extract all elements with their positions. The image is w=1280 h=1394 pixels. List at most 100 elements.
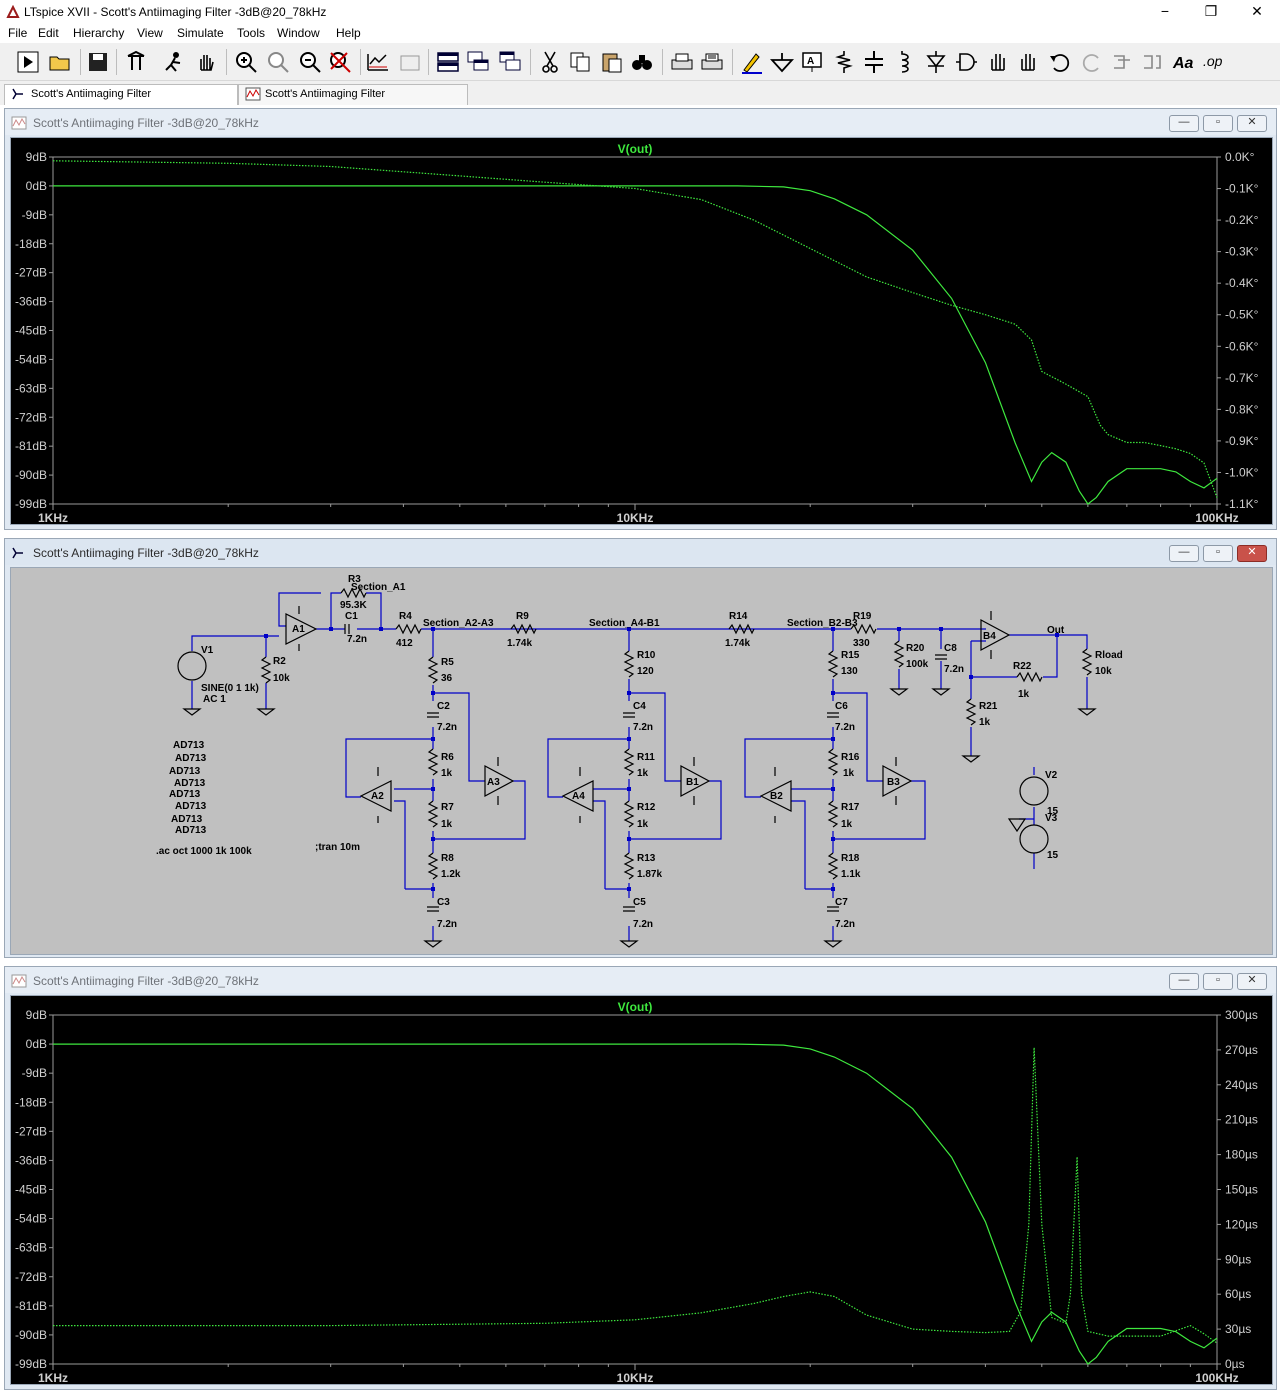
y2-tick-label: 270µs	[1225, 1043, 1258, 1057]
net-label-out: Out	[1047, 625, 1065, 636]
window-title: Scott's Antiimaging Filter -3dB@20_78kHz	[33, 546, 259, 560]
menu-edit[interactable]: Edit	[38, 26, 59, 40]
label-r21: R21	[979, 701, 998, 712]
run-icon[interactable]	[16, 50, 40, 74]
rotate-icon[interactable]	[1110, 50, 1134, 74]
menu-tools[interactable]: Tools	[237, 26, 266, 40]
window-close-button[interactable]: ✕	[1237, 115, 1267, 132]
undo-icon[interactable]	[1048, 50, 1072, 74]
text-icon[interactable]: Aa	[1172, 50, 1196, 74]
zoom-cancel-icon[interactable]	[328, 50, 352, 74]
y-tick-label: -54dB	[15, 352, 47, 366]
label-r10: R10	[637, 650, 656, 661]
label-r6: R6	[441, 752, 454, 763]
mirror-icon[interactable]	[1140, 50, 1164, 74]
y-tick-label: -90dB	[15, 1328, 47, 1342]
waveform-icon	[245, 87, 261, 101]
label-c3: C3	[437, 897, 450, 908]
spice-directive-icon[interactable]: .op	[1202, 50, 1226, 74]
paste-icon[interactable]	[600, 50, 624, 74]
label-c6-value: 7.2n	[835, 722, 855, 733]
waveform-window-titlebar[interactable]: Scott's Antiimaging Filter -3dB@20_78kHz…	[5, 109, 1276, 135]
label-r16-value: 1k	[843, 768, 855, 779]
label-c8-value: 7.2n	[944, 664, 964, 675]
open-icon[interactable]	[48, 50, 72, 74]
label-net-icon[interactable]: A	[800, 50, 824, 74]
control-panel-icon[interactable]	[124, 50, 148, 74]
y2-tick-label: -0.2K°	[1225, 213, 1259, 227]
plot-canvas[interactable]: 9dB0dB-9dB-18dB-27dB-36dB-45dB-54dB-63dB…	[11, 138, 1272, 525]
tab-waveform[interactable]: Scott's Antiimaging Filter -3dB@20_78kHz	[238, 84, 468, 119]
schematic-canvas[interactable]: V1 SINE(0 1 1k) AC 1 R2 10k A1 R3 Sectio…	[10, 567, 1273, 955]
menu-simulate[interactable]: Simulate	[177, 26, 224, 40]
waveform-window-titlebar[interactable]: Scott's Antiimaging Filter -3dB@20_78kHz…	[5, 967, 1276, 993]
window-maximize-button[interactable]: ▫	[1203, 115, 1233, 132]
window-minimize-button[interactable]: —	[1169, 973, 1199, 990]
save-icon[interactable]	[86, 50, 110, 74]
maximize-button[interactable]: ❐	[1204, 3, 1218, 19]
inductor-icon[interactable]	[892, 50, 916, 74]
y-tick-label: -9dB	[22, 208, 47, 222]
tab-schematic[interactable]: Scott's Antiimaging Filter -3dB@20_78kHz	[4, 84, 238, 119]
drag-icon[interactable]	[1016, 50, 1040, 74]
menu-hierarchy[interactable]: Hierarchy	[73, 26, 125, 40]
zoom-in-icon[interactable]	[234, 50, 258, 74]
window-close-button[interactable]: ✕	[1237, 545, 1267, 562]
label-r14: R14	[729, 611, 748, 622]
y-tick-label: -45dB	[15, 1183, 47, 1197]
redo-icon[interactable]	[1080, 50, 1104, 74]
cascade-icon[interactable]	[466, 50, 490, 74]
y-tick-label: -72dB	[15, 410, 47, 424]
model-line: AD713	[169, 789, 201, 800]
window-minimize-button[interactable]: —	[1169, 115, 1199, 132]
draw-wire-icon[interactable]	[740, 50, 764, 74]
tile-vertical-icon[interactable]	[498, 50, 522, 74]
print-setup-icon[interactable]	[700, 50, 724, 74]
menu-view[interactable]: View	[137, 26, 163, 40]
window-maximize-button[interactable]: ▫	[1203, 545, 1233, 562]
label-r7: R7	[441, 802, 454, 813]
label-b3: B3	[887, 777, 900, 788]
resistor-icon[interactable]	[832, 50, 856, 74]
phase-trace	[52, 160, 1218, 498]
spice-directive-tran[interactable]: ;tran 10m	[315, 842, 360, 853]
zoom-full-icon[interactable]	[266, 50, 290, 74]
move-icon[interactable]	[986, 50, 1010, 74]
minimize-button[interactable]: −	[1160, 3, 1170, 19]
schematic-drawing[interactable]: V1 SINE(0 1 1k) AC 1 R2 10k A1 R3 Sectio…	[11, 568, 1272, 954]
spice-directive-ac[interactable]: .ac oct 1000 1k 100k	[156, 846, 252, 857]
window-maximize-button[interactable]: ▫	[1203, 973, 1233, 990]
pan-icon[interactable]	[194, 50, 218, 74]
label-r5-value: 36	[441, 673, 453, 684]
window-close-button[interactable]: ✕	[1237, 973, 1267, 990]
menu-file[interactable]: File	[8, 26, 28, 40]
label-r17: R17	[841, 802, 860, 813]
close-button[interactable]: ✕	[1251, 3, 1263, 19]
capacitor-icon[interactable]	[862, 50, 886, 74]
label-r4-value: 412	[396, 638, 413, 649]
y-tick-label: -63dB	[15, 381, 47, 395]
find-icon[interactable]	[630, 50, 654, 74]
schematic-window-titlebar[interactable]: Scott's Antiimaging Filter -3dB@20_78kHz…	[5, 539, 1276, 565]
halt-icon[interactable]	[162, 50, 186, 74]
ground-icon[interactable]	[770, 50, 794, 74]
x-tick-label: 10KHz	[617, 511, 654, 524]
diode-icon[interactable]	[924, 50, 948, 74]
menu-window[interactable]: Window	[277, 26, 320, 40]
autorange-icon[interactable]	[366, 50, 390, 74]
print-icon[interactable]	[670, 50, 694, 74]
zoom-out-icon[interactable]	[298, 50, 322, 74]
menu-help[interactable]: Help	[336, 26, 361, 40]
label-r9-value: 1.74k	[507, 638, 532, 649]
tile-horizontal-icon[interactable]	[436, 50, 460, 74]
window-minimize-button[interactable]: —	[1169, 545, 1199, 562]
component-icon[interactable]	[954, 50, 978, 74]
ruler-icon[interactable]	[398, 50, 422, 74]
copy-icon[interactable]	[568, 50, 592, 74]
cut-icon[interactable]	[538, 50, 562, 74]
plot-canvas[interactable]: 9dB0dB-9dB-18dB-27dB-36dB-45dB-54dB-63dB…	[11, 996, 1272, 1385]
model-line: AD713	[173, 740, 205, 751]
y-tick-label: 0dB	[26, 1037, 47, 1051]
